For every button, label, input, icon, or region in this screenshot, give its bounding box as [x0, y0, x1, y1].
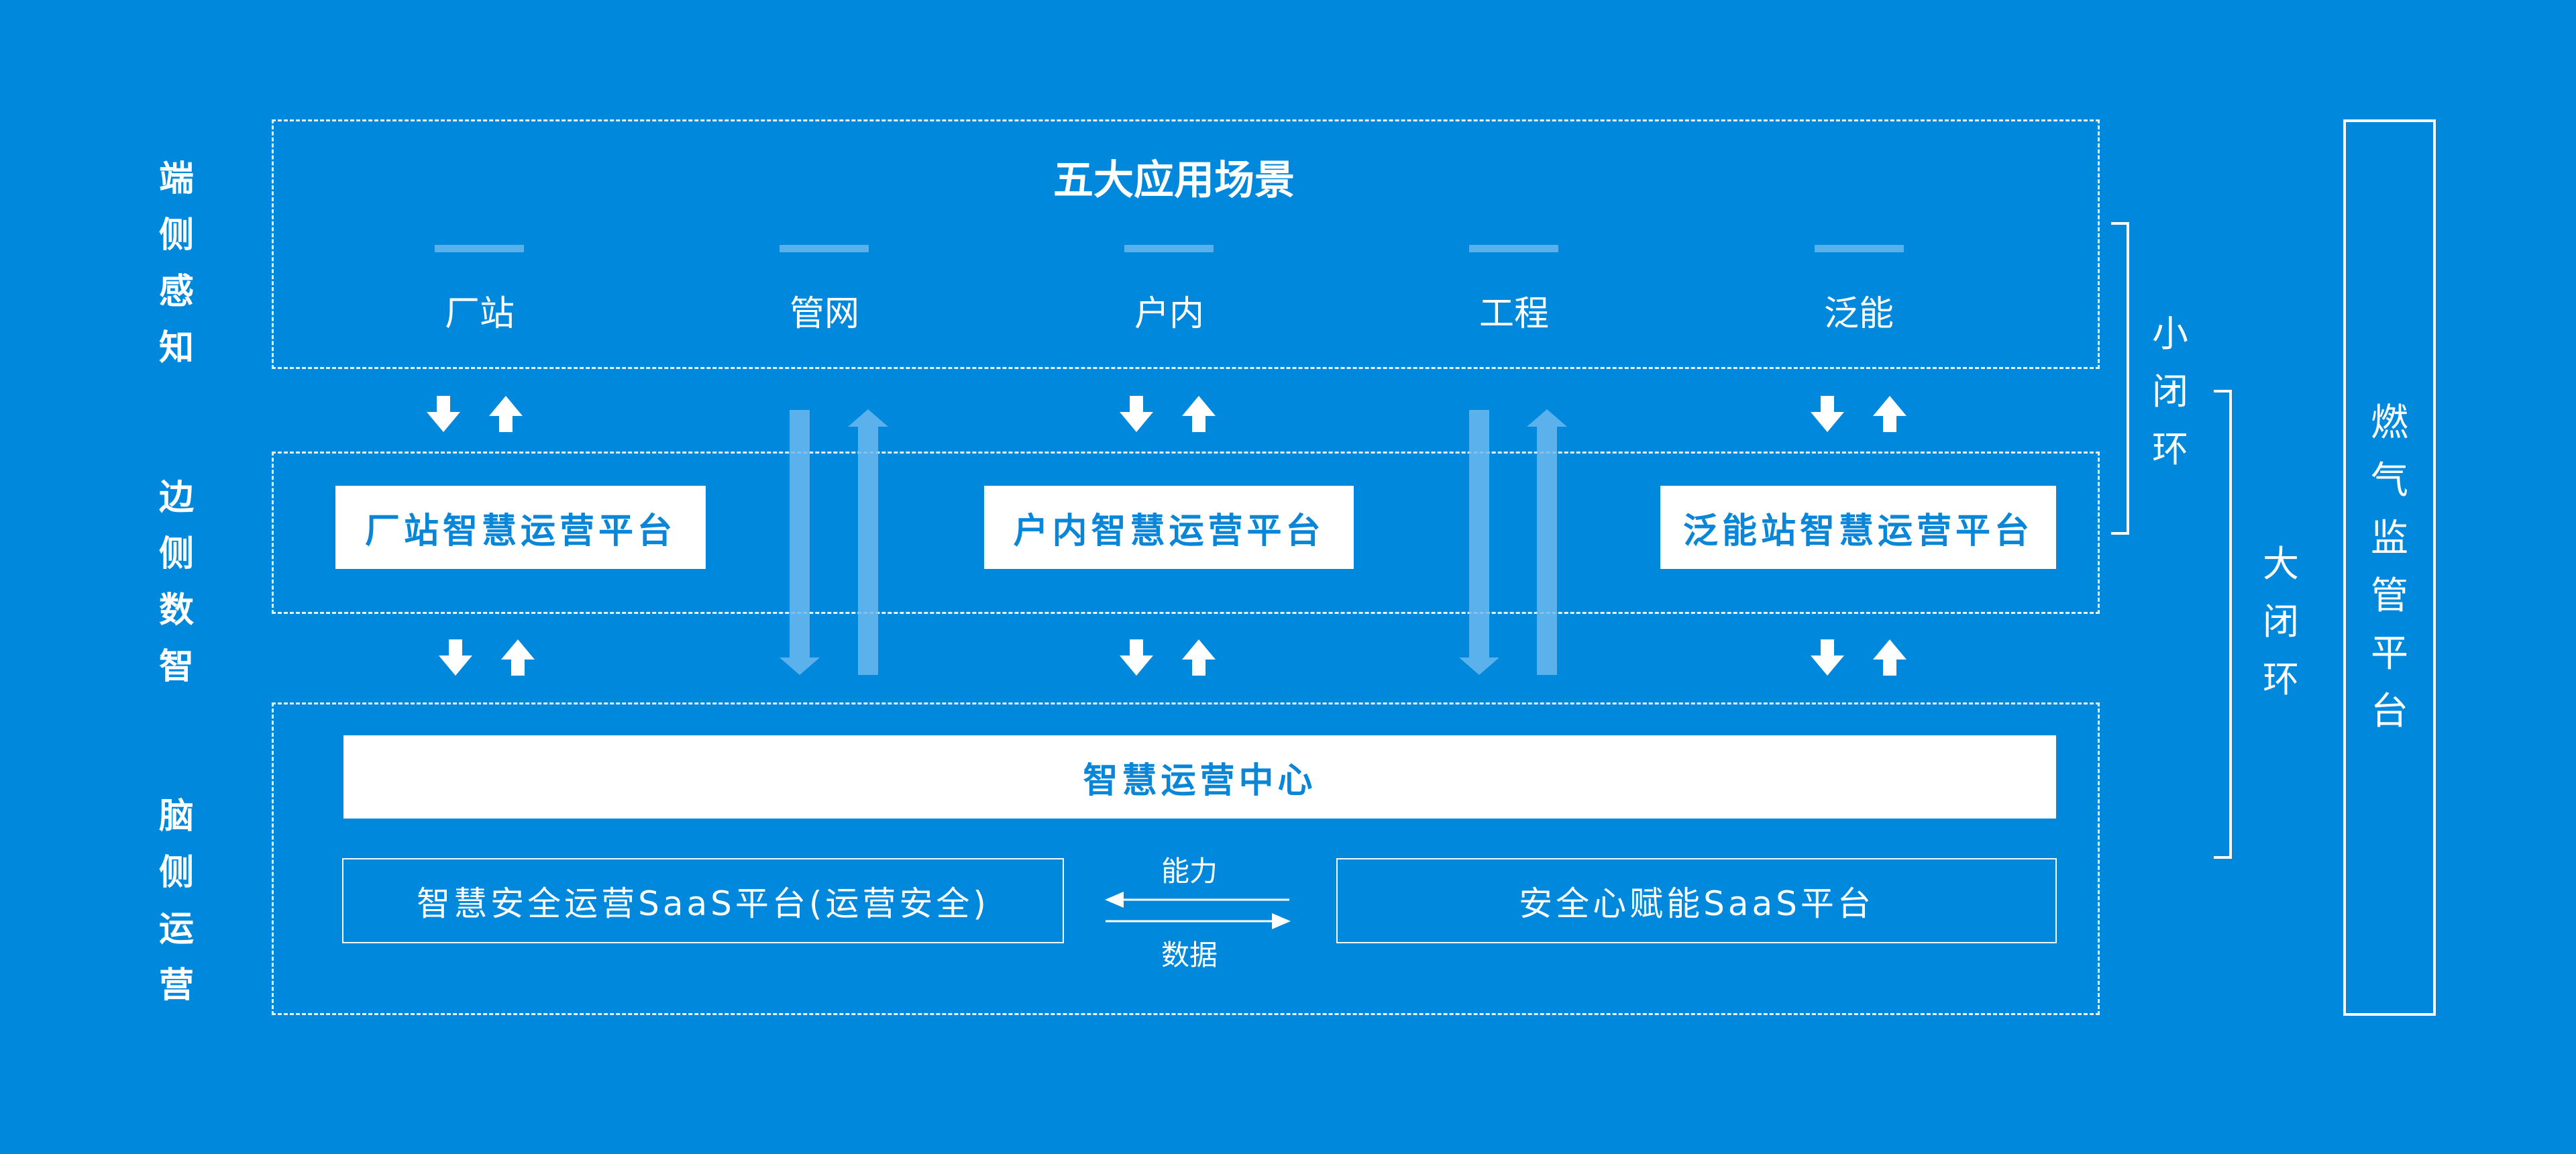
scenario-bar [1469, 245, 1558, 252]
layer-label-brain: 脑 侧 运 营 [158, 796, 203, 1006]
small-down-arrow [1120, 396, 1153, 432]
scenario-label-pipeline: 管网 [789, 294, 859, 334]
small-up-arrow [489, 396, 523, 432]
small-up-arrow [1873, 639, 1907, 676]
device-layer-box [272, 119, 2100, 369]
scenario-bar [435, 245, 524, 252]
station-platform-box: 厂站智慧运营平台 [335, 486, 706, 569]
household-platform-box: 户内智慧运营平台 [984, 486, 1354, 569]
operations-center-box: 智慧运营中心 [343, 735, 2056, 819]
small-loop-bracket [2111, 222, 2129, 535]
gas-regulatory-platform-box: 燃 气 监 管 平 台 [2343, 119, 2436, 1016]
small-down-arrow [439, 639, 472, 676]
capability-arrow-head [1105, 892, 1124, 908]
small-down-arrow [427, 396, 460, 432]
scenario-label-household: 户内 [1134, 294, 1204, 334]
pan-energy-platform-box: 泛能站智慧运营平台 [1660, 486, 2056, 569]
long-up-arrow [1527, 409, 1567, 675]
small-up-arrow [1182, 396, 1216, 432]
large-loop-label: 大 闭 环 [2263, 543, 2299, 700]
large-loop-bracket [2214, 390, 2232, 859]
scenario-label-station: 厂站 [444, 294, 515, 334]
data-label: 数据 [1161, 939, 1218, 972]
small-up-arrow [501, 639, 535, 676]
scenario-bar [1815, 245, 1904, 252]
small-down-arrow [1811, 639, 1844, 676]
enable-saas-platform-box: 安全心赋能SaaS平台 [1336, 858, 2057, 943]
small-down-arrow [1811, 396, 1844, 432]
scenario-bar [780, 245, 869, 252]
edge-layer-box [272, 452, 2100, 614]
layer-label-device: 端 侧 感 知 [158, 159, 203, 368]
gas-regulatory-platform-label: 燃 气 监 管 平 台 [2371, 401, 2408, 733]
data-arrow-head [1272, 913, 1291, 929]
small-up-arrow [1182, 639, 1216, 676]
small-down-arrow [1120, 639, 1153, 676]
small-up-arrow [1873, 396, 1907, 432]
long-down-arrow [780, 410, 820, 675]
small-loop-label: 小 闭 环 [2152, 313, 2188, 470]
safety-saas-platform-box: 智慧安全运营SaaS平台(运营安全) [342, 858, 1064, 943]
scenario-label-pan-energy: 泛能 [1823, 294, 1894, 334]
long-up-arrow [848, 409, 888, 675]
scenario-label-engineering: 工程 [1479, 294, 1549, 334]
brain-layer-box [272, 702, 2100, 1015]
scenario-bar [1124, 245, 1214, 252]
long-down-arrow [1459, 410, 1499, 675]
layer-label-edge: 边 侧 数 智 [158, 478, 203, 687]
scenarios-title: 五大应用场景 [1053, 157, 1295, 204]
capability-label: 能力 [1161, 855, 1218, 888]
